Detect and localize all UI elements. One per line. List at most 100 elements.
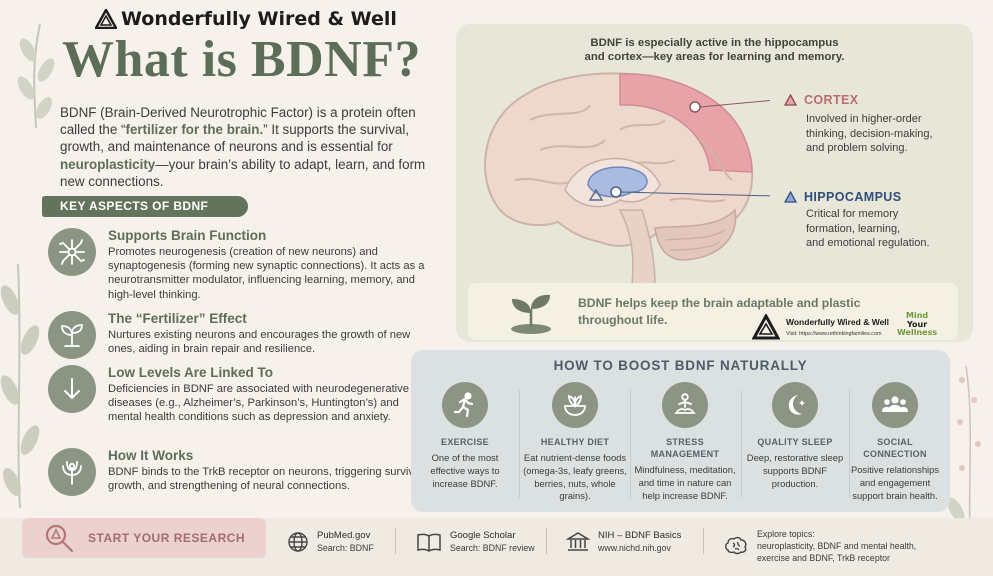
intro-paragraph: BDNF (Brain-Derived Neurotrophic Factor)… bbox=[60, 104, 432, 190]
neuron-icon bbox=[48, 228, 96, 276]
moon-icon bbox=[772, 382, 818, 428]
arrow-down-icon bbox=[48, 365, 96, 413]
boost-item-social-connection: SOCIAL CONNECTION Positive relationships … bbox=[843, 382, 947, 502]
divider bbox=[703, 528, 704, 554]
brain-caption-line-1: BDNF is especially active in the hippoca… bbox=[590, 37, 839, 49]
aspect-low-levels: Low Levels Are Linked To Deficiencies in… bbox=[48, 365, 428, 425]
book-icon bbox=[417, 533, 441, 552]
aspect-text: BDNF binds to the TrkB receptor on neuro… bbox=[108, 466, 426, 493]
leaf-decoration-bottom-left bbox=[0, 263, 40, 509]
institution-icon bbox=[566, 532, 590, 551]
cortex-desc-line: Involved in higher-order bbox=[806, 113, 922, 125]
brand-small-url: Visit: https://www.rethinkingfamilies.co… bbox=[786, 331, 882, 337]
boost-item-exercise: EXERCISE One of the most effective ways … bbox=[413, 382, 517, 490]
boost-item-healthy-diet: HEALTHY DIET Eat nutrient-dense foods (o… bbox=[523, 382, 627, 503]
aspect-text: Nurtures existing neurons and encourages… bbox=[108, 329, 411, 356]
cortex-description: Involved in higher-order thinking, decis… bbox=[806, 112, 933, 156]
plasticity-line-1: BDNF helps keep the brain adaptable and … bbox=[578, 296, 861, 310]
brand-header: Wonderfully Wired & Well bbox=[95, 8, 397, 30]
receptor-icon bbox=[48, 448, 96, 496]
divider bbox=[519, 390, 520, 498]
aspect-title: The “Fertilizer” Effect bbox=[108, 311, 247, 326]
hippocampus-description: Critical for memory formation, learning,… bbox=[806, 207, 930, 251]
divider bbox=[630, 390, 631, 498]
plasticity-line-2: throughout life. bbox=[578, 312, 668, 327]
cortex-desc-line: thinking, decision-making, bbox=[806, 127, 933, 140]
triangle-marker-icon bbox=[784, 191, 797, 203]
footer-link-sub: Search: BDNF bbox=[317, 543, 374, 553]
aspect-text: Deficiencies in BDNF are associated with… bbox=[108, 383, 409, 424]
cortex-desc-line: and problem solving. bbox=[806, 142, 908, 154]
intro-text-2: ” It supports the survival, growth, and … bbox=[60, 122, 410, 155]
aspect-text: Promotes neurogenesis (creation of new n… bbox=[108, 246, 425, 301]
start-research-label: START YOUR RESEARCH bbox=[88, 531, 246, 545]
cortex-title: CORTEX bbox=[804, 93, 859, 107]
footer-link-title: NIH – BDNF Basics bbox=[598, 530, 682, 541]
triangle-logo-icon bbox=[95, 9, 117, 29]
runner-icon bbox=[442, 382, 488, 428]
intro-highlight-fertilizer: fertilizer for the brain. bbox=[125, 122, 264, 138]
badge-line-3: Wellness bbox=[897, 328, 938, 337]
boost-item-title: QUALITY SLEEP bbox=[743, 436, 847, 448]
footer-link-title: Google Scholar bbox=[450, 530, 516, 541]
hippocampus-desc-line: and emotional regulation. bbox=[806, 237, 930, 249]
footer-link-sub: www.nichd.nih.gov bbox=[598, 543, 671, 553]
search-brain-icon bbox=[45, 524, 74, 553]
brand-small-name: Wonderfully Wired & Well bbox=[786, 317, 890, 327]
hippocampus-label: HIPPOCAMPUS bbox=[784, 190, 901, 204]
brain-caption-line-2: and cortex—key areas for learning and me… bbox=[584, 51, 845, 63]
hippocampus-title: HIPPOCAMPUS bbox=[804, 190, 902, 204]
cortex-label: CORTEX bbox=[784, 93, 859, 107]
boost-item-text: Eat nutrient-dense foods (omega-3s, leaf… bbox=[523, 452, 627, 502]
aspect-how-it-works: How It Works BDNF binds to the TrkB rece… bbox=[48, 448, 428, 496]
plasticity-text: BDNF helps keep the brain adaptable and … bbox=[578, 295, 860, 328]
intro-highlight-neuroplasticity: neuroplasticity bbox=[60, 156, 156, 172]
plasticity-callout: BDNF helps keep the brain adaptable and … bbox=[468, 283, 958, 340]
boost-item-quality-sleep: QUALITY SLEEP Deep, restorative sleep su… bbox=[743, 382, 847, 490]
badge-line-2: Your bbox=[906, 319, 928, 329]
brand-name: Wonderfully Wired & Well bbox=[121, 8, 397, 30]
meditation-icon bbox=[662, 382, 708, 428]
mind-your-wellness-badge: Mind Your Wellness bbox=[895, 311, 939, 342]
triangle-marker-icon bbox=[784, 94, 797, 106]
divider bbox=[395, 528, 396, 554]
footer-link-title: PubMed.gov bbox=[317, 530, 371, 541]
boost-item-text: Positive relationships and engagement su… bbox=[850, 464, 940, 501]
start-research-button[interactable]: START YOUR RESEARCH bbox=[22, 518, 266, 558]
intro-text-1: BDNF (Brain-Derived Neurotrophic Factor)… bbox=[60, 105, 416, 138]
seedling-icon bbox=[511, 294, 551, 334]
divider bbox=[741, 390, 742, 498]
page-title: What is BDNF? bbox=[62, 31, 421, 88]
hippocampus-desc-line: formation, learning, bbox=[806, 222, 901, 235]
divider bbox=[849, 390, 850, 498]
hippocampus-desc-line: Critical for memory bbox=[806, 208, 899, 220]
boost-title-line: HEALTHY DIET bbox=[540, 437, 610, 447]
flower-decoration-right bbox=[947, 365, 981, 539]
footer-link-sub: Search: BDNF review bbox=[450, 543, 535, 553]
intro-text-3: —your brain’s ability to adapt, learn, a… bbox=[60, 156, 426, 189]
key-aspects-heading: KEY ASPECTS OF BDNF bbox=[42, 196, 248, 217]
boost-title-line: EXERCISE bbox=[441, 437, 489, 447]
aspect-title: Low Levels Are Linked To bbox=[108, 365, 274, 380]
boost-item-text: Mindfulness, meditation, and time in nat… bbox=[634, 464, 736, 501]
explore-line-1: Explore topics: bbox=[757, 529, 815, 539]
explore-line-3: exercise and BDNF, TrkB receptor bbox=[757, 553, 890, 563]
sprout-icon bbox=[48, 311, 96, 359]
footer-explore-topics: Explore topics: neuroplasticity, BDNF an… bbox=[723, 528, 916, 564]
footer-link-nih[interactable]: NIH – BDNF Basics www.nichd.nih.gov bbox=[566, 530, 681, 554]
aspect-title: Supports Brain Function bbox=[108, 228, 267, 243]
aspect-title: How It Works bbox=[108, 448, 194, 463]
boost-title-line: CONNECTION bbox=[863, 449, 927, 459]
brain-outline-icon bbox=[725, 536, 747, 555]
divider bbox=[546, 528, 547, 554]
globe-icon bbox=[288, 532, 308, 552]
boost-item-text: Deep, restorative sleep supports BDNF pr… bbox=[746, 452, 844, 489]
boost-title-line: MANAGEMENT bbox=[650, 449, 720, 459]
boost-title-line: SOCIAL bbox=[877, 437, 913, 447]
leaf-decoration-top-left bbox=[17, 23, 55, 129]
triangle-logo-icon bbox=[752, 314, 780, 340]
